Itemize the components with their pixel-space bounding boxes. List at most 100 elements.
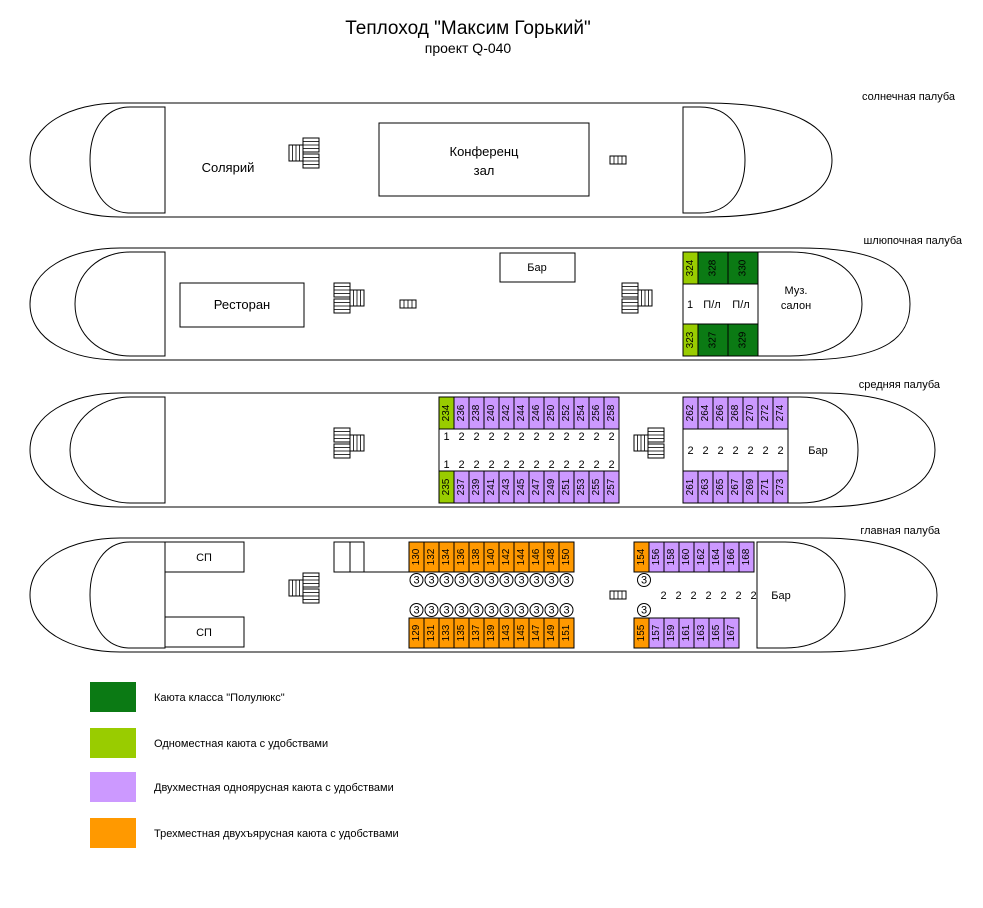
cabin-269[interactable]: 269 (742, 470, 759, 504)
cabin-146[interactable]: 146 (528, 541, 545, 573)
cabin-135[interactable]: 135 (453, 617, 470, 649)
cabin-131[interactable]: 131 (423, 617, 440, 649)
cabin-144[interactable]: 144 (513, 541, 530, 573)
cabin-249[interactable]: 249 (543, 470, 560, 504)
cabin-268[interactable]: 268 (727, 396, 744, 430)
cabin-163[interactable]: 163 (693, 617, 710, 649)
cabin-number: 159 (666, 624, 677, 641)
cabin-272[interactable]: 272 (757, 396, 774, 430)
cabin-253[interactable]: 253 (573, 470, 590, 504)
cabin-267[interactable]: 267 (727, 470, 744, 504)
cabin-254[interactable]: 254 (573, 396, 590, 430)
cabin-151[interactable]: 151 (558, 617, 575, 649)
cabin-251[interactable]: 251 (558, 470, 575, 504)
cabin-cell[interactable] (558, 541, 575, 573)
capacity-badge: 3 (529, 573, 544, 587)
cabin-264[interactable]: 264 (697, 396, 714, 430)
cabin-164[interactable]: 164 (708, 541, 725, 573)
cabin-255[interactable]: 255 (588, 470, 605, 504)
cabin-324[interactable]: 324 (682, 251, 699, 285)
cabin-148[interactable]: 148 (543, 541, 560, 573)
cabin-157[interactable]: 157 (648, 617, 665, 649)
stern-wall-middle (69, 396, 166, 504)
cabin-139[interactable]: 139 (483, 617, 500, 649)
cabin-265[interactable]: 265 (712, 470, 729, 504)
cabin-156[interactable]: 156 (648, 541, 665, 573)
cabin-246[interactable]: 246 (528, 396, 545, 430)
cabin-256[interactable]: 256 (588, 396, 605, 430)
capacity-circle (499, 603, 514, 617)
cabin-cell[interactable] (558, 617, 575, 649)
cabin-147[interactable]: 147 (528, 617, 545, 649)
cabin-245[interactable]: 245 (513, 470, 530, 504)
cabin-237[interactable]: 237 (453, 470, 470, 504)
cabin-143[interactable]: 143 (498, 617, 515, 649)
cabin-266[interactable]: 266 (712, 396, 729, 430)
cabin-161[interactable]: 161 (678, 617, 695, 649)
cabin-263[interactable]: 263 (697, 470, 714, 504)
cabin-235[interactable]: 235 (438, 470, 455, 504)
cabin-155[interactable]: 155 (633, 617, 650, 649)
cabin-160[interactable]: 160 (678, 541, 695, 573)
cabin-cell[interactable] (603, 470, 620, 504)
cabin-number: 138 (471, 548, 482, 565)
cabin-327[interactable]: 327 (697, 323, 729, 357)
cabin-273[interactable]: 273 (772, 470, 789, 504)
cabin-241[interactable]: 241 (483, 470, 500, 504)
cabin-136[interactable]: 136 (453, 541, 470, 573)
cabin-158[interactable]: 158 (663, 541, 680, 573)
cabin-247[interactable]: 247 (528, 470, 545, 504)
cabin-138[interactable]: 138 (468, 541, 485, 573)
cabin-330[interactable]: 330 (727, 251, 759, 285)
cabin-150[interactable]: 150 (558, 541, 575, 573)
cabin-240[interactable]: 240 (483, 396, 500, 430)
cabin-274[interactable]: 274 (772, 396, 789, 430)
cabin-167[interactable]: 167 (723, 617, 740, 649)
cabin-159[interactable]: 159 (663, 617, 680, 649)
cabin-271[interactable]: 271 (757, 470, 774, 504)
cabin-262[interactable]: 262 (682, 396, 699, 430)
cabin-142[interactable]: 142 (498, 541, 515, 573)
cabin-165[interactable]: 165 (708, 617, 725, 649)
cabin-244[interactable]: 244 (513, 396, 530, 430)
cabin-239[interactable]: 239 (468, 470, 485, 504)
cabin-236[interactable]: 236 (453, 396, 470, 430)
cabin-134[interactable]: 134 (438, 541, 455, 573)
cabin-cell[interactable] (697, 251, 729, 285)
cabin-cell[interactable] (697, 323, 729, 357)
cabin-number: 267 (730, 478, 741, 495)
cabin-137[interactable]: 137 (468, 617, 485, 649)
cabin-250[interactable]: 250 (543, 396, 560, 430)
cabin-270[interactable]: 270 (742, 396, 759, 430)
cabin-132[interactable]: 132 (423, 541, 440, 573)
cabin-242[interactable]: 242 (498, 396, 515, 430)
cabin-number: 327 (708, 331, 719, 348)
cabin-162[interactable]: 162 (693, 541, 710, 573)
cabin-258[interactable]: 258 (603, 396, 620, 430)
cabin-130[interactable]: 130 (408, 541, 425, 573)
cabin-129[interactable]: 129 (408, 617, 425, 649)
capacity-label: 3 (473, 575, 479, 587)
cabin-145[interactable]: 145 (513, 617, 530, 649)
cabin-cell[interactable] (727, 323, 759, 357)
cabin-cell[interactable] (738, 541, 755, 573)
cabin-323[interactable]: 323 (682, 323, 699, 357)
cabin-238[interactable]: 238 (468, 396, 485, 430)
cabin-166[interactable]: 166 (723, 541, 740, 573)
cabin-243[interactable]: 243 (498, 470, 515, 504)
cabin-329[interactable]: 329 (727, 323, 759, 357)
cabin-261[interactable]: 261 (682, 470, 699, 504)
cabin-cell[interactable] (727, 251, 759, 285)
cabin-328[interactable]: 328 (697, 251, 729, 285)
cabin-149[interactable]: 149 (543, 617, 560, 649)
cabin-257[interactable]: 257 (603, 470, 620, 504)
cabin-cell[interactable] (772, 470, 789, 504)
cabin-cell[interactable] (723, 617, 740, 649)
cabin-252[interactable]: 252 (558, 396, 575, 430)
cabin-154[interactable]: 154 (633, 541, 650, 573)
cabin-133[interactable]: 133 (438, 617, 455, 649)
cabin-234[interactable]: 234 (438, 396, 455, 430)
cabin-168[interactable]: 168 (738, 541, 755, 573)
cabin-140[interactable]: 140 (483, 541, 500, 573)
